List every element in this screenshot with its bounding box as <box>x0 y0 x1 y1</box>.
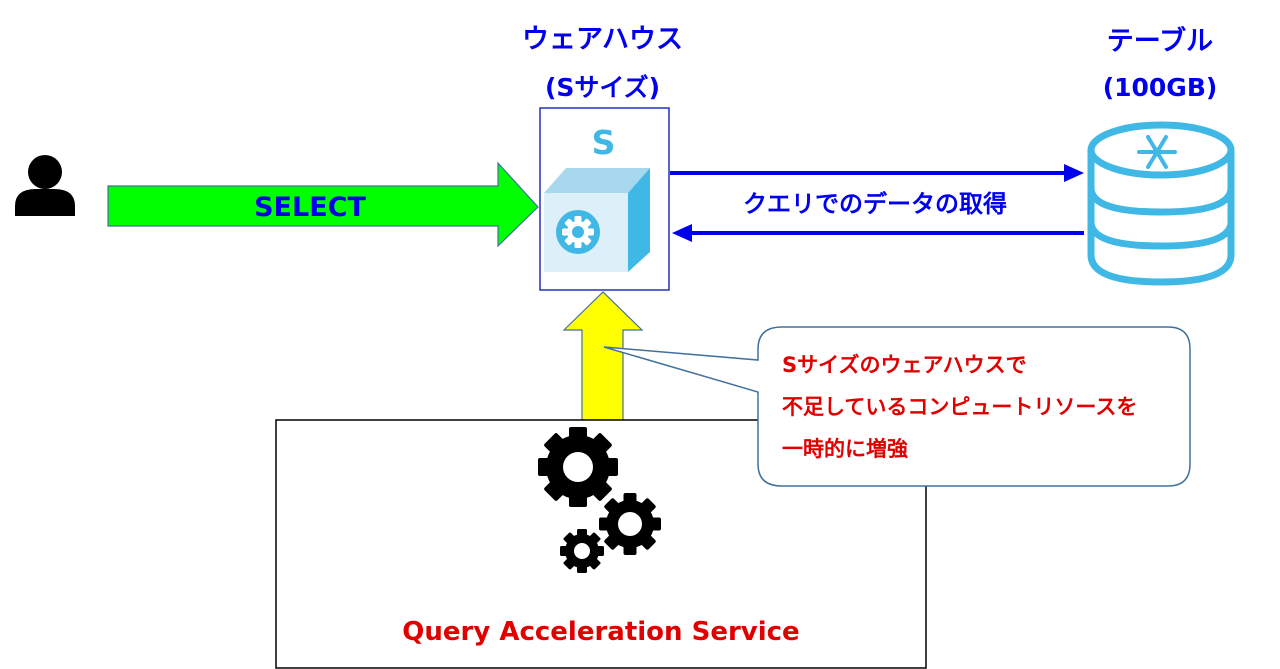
table-size: (100GB) <box>1102 73 1218 102</box>
warehouse-size-letter: S <box>591 123 616 162</box>
callout-line: 不足しているコンピュートリソースを <box>782 395 1138 419</box>
table-title: テーブル <box>1106 26 1214 57</box>
gear-icon <box>556 210 600 254</box>
warehouse-cube-icon <box>544 168 650 272</box>
gears-icon <box>538 427 661 573</box>
fetch-arrows <box>670 164 1084 242</box>
fetch-label: クエリでのデータの取得 <box>743 190 1007 218</box>
callout-line: 一時的に増強 <box>782 437 908 461</box>
database-icon <box>1087 121 1235 286</box>
callout-line: Sサイズのウェアハウスで <box>782 353 1027 377</box>
select-arrow <box>107 161 539 248</box>
warehouse-title: ウェアハウス <box>522 24 683 55</box>
callout-bubble <box>603 326 1191 487</box>
callout-text: Sサイズのウェアハウスで 不足しているコンピュートリソースを 一時的に増強 <box>782 344 1182 470</box>
select-label: SELECT <box>254 192 366 223</box>
warehouse-size: (Sサイズ) <box>544 73 661 102</box>
snowflake-icon <box>1137 135 1177 169</box>
qas-label: Query Acceleration Service <box>402 617 800 647</box>
acceleration-arrow <box>562 291 644 423</box>
person-icon <box>15 155 75 216</box>
